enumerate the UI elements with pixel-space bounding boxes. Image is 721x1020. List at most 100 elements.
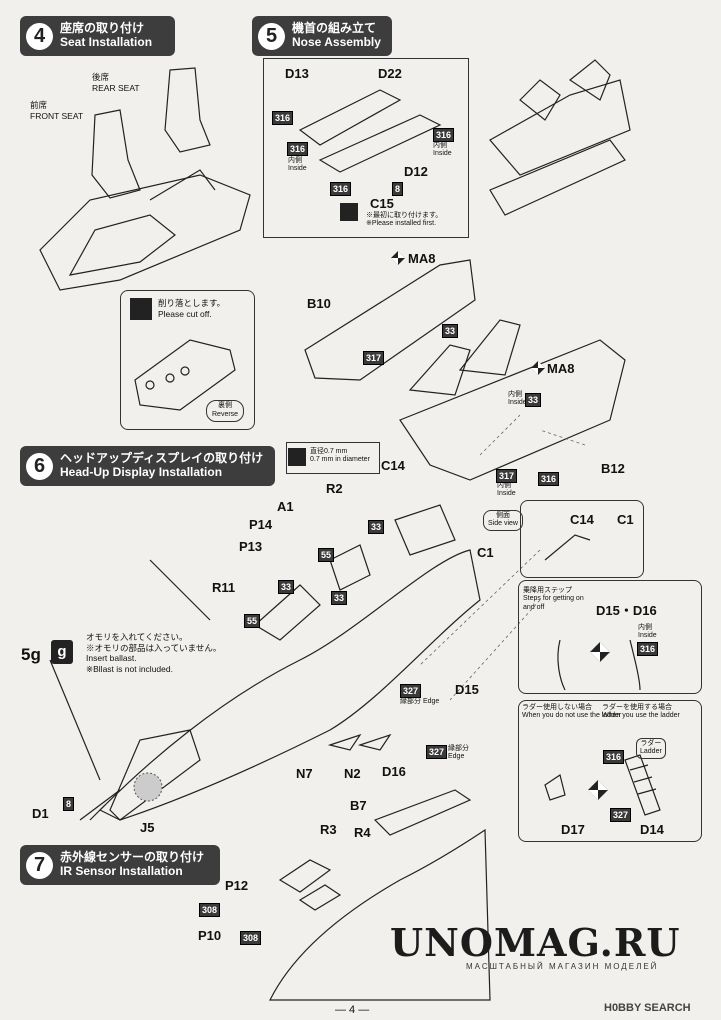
ladder-inset bbox=[518, 700, 702, 842]
step-title-en: Head-Up Display Installation bbox=[60, 465, 223, 479]
part-label-a1: A1 bbox=[277, 499, 294, 514]
paint-chip-327: 327 bbox=[426, 745, 448, 759]
cut-off-inset bbox=[120, 290, 255, 430]
forward-fuselage-drawing bbox=[98, 549, 481, 821]
paint-chip-33: 33 bbox=[278, 580, 295, 594]
d17-step-drawing bbox=[544, 774, 566, 801]
part-label-d16: D16 bbox=[382, 764, 406, 779]
part-label-p14: P14 bbox=[249, 517, 273, 532]
part-label-p12: P12 bbox=[225, 878, 249, 893]
step-4-header: 4 座席の取り付け Seat Installation bbox=[20, 16, 175, 56]
part-label-c1: C1 bbox=[477, 545, 494, 560]
paint-chip-327: 327 bbox=[400, 684, 422, 698]
boarding-steps-inset bbox=[518, 580, 702, 694]
drill-size-box bbox=[286, 442, 380, 474]
d14-ladder-drawing bbox=[624, 754, 661, 816]
part-label-c1: C1 bbox=[617, 512, 634, 527]
front-seat-drawing bbox=[91, 109, 141, 199]
b12-fuselage-half-drawing bbox=[399, 339, 626, 481]
cockpit-tub-drawing bbox=[489, 139, 626, 216]
part-label-r3: R3 bbox=[320, 822, 337, 837]
step-title-ja: 機首の組み立て bbox=[292, 21, 377, 36]
part-label-d12: D12 bbox=[404, 164, 428, 179]
paint-chip-317: 317 bbox=[496, 469, 518, 483]
d12-part-drawing bbox=[318, 114, 442, 173]
paint-chip-316: 316 bbox=[287, 142, 309, 156]
step-title-ja: ヘッドアップディスプレイの取り付け bbox=[60, 451, 264, 466]
page-number: — 4 — bbox=[335, 1004, 370, 1016]
watermark-subtitle: МАСШТАБНЫЙ МАГАЗИН МОДЕЛЕЙ bbox=[466, 962, 659, 971]
paint-chip-8: 8 bbox=[63, 797, 75, 811]
step-title-ja: 座席の取り付け bbox=[60, 21, 145, 36]
direction-diamond-icons bbox=[391, 251, 610, 800]
step-title-en: Nose Assembly bbox=[292, 35, 381, 49]
paint-chip-308: 308 bbox=[240, 931, 262, 945]
watermark-brand: UNOMAG.RU bbox=[390, 920, 681, 965]
paint-chip-308: 308 bbox=[199, 903, 221, 917]
step-title-ja: 赤外線センサーの取り付け bbox=[60, 850, 205, 865]
part-label-c15: C15 bbox=[370, 196, 394, 211]
part-label-j5: J5 bbox=[140, 820, 155, 835]
paint-chip-33: 33 bbox=[525, 393, 542, 407]
part-label-p13: P13 bbox=[239, 539, 263, 554]
part-label-d13: D13 bbox=[285, 66, 309, 81]
part-label-b7: B7 bbox=[350, 798, 367, 813]
side-view-inset bbox=[520, 500, 644, 578]
ballast-weight: 5g bbox=[21, 645, 41, 664]
boarding-steps-note: 乗降用ステップ Steps for getting on and off bbox=[523, 587, 584, 611]
b10-fuselage-half-drawing bbox=[304, 259, 476, 381]
paint-chip-316: 316 bbox=[538, 472, 560, 486]
edge-note: 縁部分 Edge bbox=[400, 698, 440, 705]
part-label-d14: D14 bbox=[640, 822, 664, 837]
paint-chip-316: 316 bbox=[330, 182, 352, 196]
rear-seat-drawing bbox=[164, 67, 211, 153]
part-label-n7: N7 bbox=[296, 766, 313, 781]
paint-chip-316: 316 bbox=[603, 750, 625, 764]
part-label-d15: D15 bbox=[455, 682, 479, 697]
step-title-en: IR Sensor Installation bbox=[60, 864, 183, 878]
step-title-en: Seat Installation bbox=[60, 35, 153, 49]
part-label-p10: P10 bbox=[198, 928, 222, 943]
ir-sensor-drawing bbox=[278, 859, 332, 893]
paint-chip-316: 316 bbox=[433, 128, 455, 142]
paint-chip-33: 33 bbox=[368, 520, 385, 534]
part-label-n2: N2 bbox=[344, 766, 361, 781]
paint-chip-33: 33 bbox=[331, 591, 348, 605]
paint-chip-55: 55 bbox=[318, 548, 335, 562]
part-label-b12: B12 bbox=[601, 461, 625, 476]
paint-chip-316: 316 bbox=[272, 111, 294, 125]
step-number: 7 bbox=[26, 851, 53, 879]
part-label-d15-d16: D15・D16 bbox=[596, 603, 657, 618]
ballast-note: オモリを入れてください。 ※オモリの部品は入っていません。 Insert bal… bbox=[86, 632, 222, 674]
part-label-r4: R4 bbox=[354, 825, 371, 840]
step-7-header: 7 赤外線センサーの取り付け IR Sensor Installation bbox=[20, 845, 220, 885]
part-label-d17: D17 bbox=[561, 822, 585, 837]
ir-fuselage-drawing bbox=[269, 828, 491, 1001]
hobby-search-logo: H0BBY SEARCH bbox=[604, 1002, 691, 1014]
part-label-d1: D1 bbox=[32, 806, 49, 821]
paint-chip-8: 8 bbox=[392, 182, 404, 196]
step-6-header: 6 ヘッドアップディスプレイの取り付け Head-Up Display Inst… bbox=[20, 446, 275, 486]
decal-label-ma8: MA8 bbox=[547, 361, 575, 376]
weight-icon: g bbox=[51, 640, 73, 664]
step-number: 6 bbox=[26, 452, 53, 480]
part-label-d22: D22 bbox=[378, 66, 402, 81]
part-label-b10: B10 bbox=[307, 296, 331, 311]
nose-assembly-subbox bbox=[263, 58, 469, 238]
d13-part-drawing bbox=[298, 89, 402, 146]
